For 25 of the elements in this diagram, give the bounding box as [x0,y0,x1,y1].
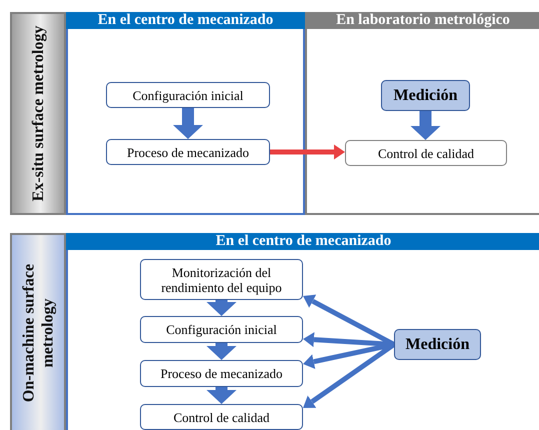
block-arrow [410,111,440,140]
measurement-box: Medición [381,80,470,111]
panel-header: En el centro de mecanizado [66,233,539,250]
row-label: Ex-situ surface metrology [28,24,48,204]
process-box: Configuración inicial [140,316,303,343]
measurement-box: Medición [394,329,481,360]
panel-header: En el centro de mecanizado [66,12,305,29]
process-box: Control de calidad [345,140,507,166]
swimlane-panel [66,233,539,430]
row-label-band [10,233,66,430]
process-box: Proceso de mecanizado [140,360,303,387]
panel-header: En laboratorio metrológico [305,12,539,29]
swimlane-panel [305,12,539,215]
process-box: Monitorización del rendimiento del equipo [140,259,303,300]
swimlane-panel [66,12,305,215]
process-box: Control de calidad [140,404,303,430]
row-label-band [10,12,66,215]
block-arrow [206,343,236,360]
arrow [270,144,345,160]
row-label: On-machine surface metrology [19,262,57,404]
process-box: Proceso de mecanizado [106,139,270,165]
block-arrow [206,387,236,404]
block-arrow [206,300,236,316]
process-box: Configuración inicial [106,82,270,108]
block-arrow [173,108,203,139]
